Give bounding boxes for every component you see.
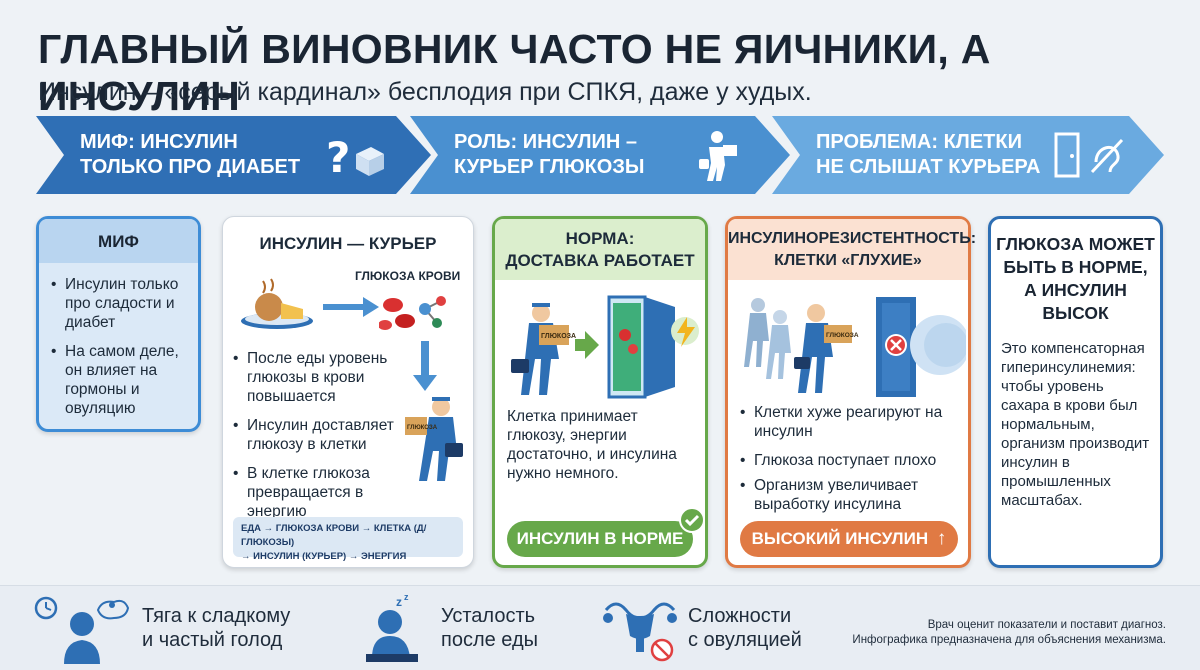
symptom-craving-line1: Тяга к сладкому: [142, 605, 291, 627]
symptom-craving: Тяга к сладкому и частый голод: [142, 604, 290, 652]
box-label: ГЛЮКОЗА: [407, 425, 438, 431]
symptom-fatigue-line2: после еды: [441, 629, 539, 651]
arrow-problem-line2: НЕ СЛЫШАТ КУРЬЕРА: [816, 156, 1041, 178]
card-resist-title-line2: КЛЕТКИ «ГЛУХИЕ»: [774, 252, 922, 269]
symptom-ovulation: Сложности с овуляцией: [688, 604, 802, 652]
arrow-problem-line1: ПРОБЛЕМА: КЛЕТКИ: [816, 131, 1022, 153]
card-resist-item: Глюкоза поступает плохо: [740, 451, 962, 470]
card-resist-item: Организм увеличивает выработку инсулина: [740, 476, 962, 514]
card-resistance: ИНСУЛИНОРЕЗИСТЕНТНОСТЬ: КЛЕТКИ «ГЛУХИЕ» …: [725, 216, 977, 568]
card-myth-item: На самом деле, он влияет на гормоны и ов…: [51, 342, 188, 418]
chain-line1: ЕДА → ГЛЮКОЗА КРОВИ → КЛЕТКА (Д/ГЛЮКОЗЫ): [241, 523, 427, 548]
arrow-right-icon: [323, 297, 379, 322]
box-label: ГЛЮКОЗА: [541, 333, 576, 340]
card-high-title-line2: БЫТЬ В НОРМЕ,: [1003, 257, 1148, 277]
card-courier-item: В клетке глюкоза превращается в энергию: [233, 464, 403, 521]
check-icon: [679, 507, 705, 538]
card-high-title-line4: ВЫСОК: [1042, 303, 1109, 323]
insulin-high-badge: ВЫСОКИЙ ИНСУЛИН ↑: [740, 521, 958, 557]
svg-text:z: z: [396, 595, 402, 609]
card-high-title: ГЛЮКОЗА МОЖЕТ БЫТЬ В НОРМЕ, А ИНСУЛИН ВЫ…: [991, 219, 1160, 325]
card-resist-title: ИНСУЛИНОРЕЗИСТЕНТНОСТЬ: КЛЕТКИ «ГЛУХИЕ»: [728, 219, 977, 280]
card-high-title-line3: А ИНСУЛИН: [1024, 280, 1127, 300]
symptom-craving-line2: и частый голод: [142, 629, 283, 651]
card-courier-title: ИНСУЛИН — КУРЬЕР: [259, 234, 437, 253]
card-resist-item: Клетки хуже реагируют на инсулин: [740, 403, 962, 441]
food-plate-icon: [239, 275, 319, 336]
courier-figure-icon: ГЛЮКОЗА: [401, 393, 471, 488]
card-norm-text: Клетка принимает глюкозу, энергии достат…: [507, 408, 677, 482]
arrow-myth-line2: ТОЛЬКО ПРО ДИАБЕТ: [80, 156, 301, 178]
card-norm-title-line2: ДОСТАВКА РАБОТАЕТ: [505, 251, 695, 270]
uterus-icon: [600, 596, 680, 667]
glucose-blood-label: ГЛЮКОЗА КРОВИ: [355, 269, 461, 283]
chain-box: ЕДА → ГЛЮКОЗА КРОВИ → КЛЕТКА (Д/ГЛЮКОЗЫ)…: [233, 517, 463, 562]
disclaimer-line1: Врач оценит показатели и поставит диагно…: [927, 619, 1166, 631]
arrow-up-icon: ↑: [936, 528, 947, 549]
card-norm-title-line1: НОРМА:: [565, 229, 635, 248]
arrow-down-icon: [413, 341, 437, 396]
chain-line2: → ИНСУЛИН (КУРЬЕР) → ЭНЕРГИЯ: [241, 551, 407, 562]
symptom-fatigue-line1: Усталость: [441, 605, 536, 627]
svg-text:?: ?: [326, 134, 350, 178]
woman-craving-icon: [34, 594, 130, 669]
card-high-text: Это компенсаторная гиперинсулинемия: что…: [1001, 340, 1150, 509]
arrow-role: РОЛЬ: ИНСУЛИН – КУРЬЕР ГЛЮКОЗЫ: [410, 116, 790, 194]
card-courier-item: После еды уровень глюкозы в крови повыша…: [233, 349, 403, 406]
disclaimer: Врач оценит показатели и поставит диагно…: [852, 618, 1166, 648]
card-myth-title: МИФ: [39, 219, 198, 263]
card-norm-title: НОРМА: ДОСТАВКА РАБОТАЕТ: [495, 219, 705, 280]
glucose-molecule-icon: [378, 287, 459, 340]
box-label: ГЛЮКОЗА: [826, 332, 859, 339]
page-subtitle: Инсулин – «серый кардинал» бесплодия при…: [38, 78, 812, 106]
page-title: ГЛАВНЫЙ ВИНОВНИК ЧАСТО НЕ ЯИЧНИКИ, А ИНС…: [38, 26, 991, 119]
symptom-fatigue: Усталость после еды: [441, 604, 538, 652]
symptom-ovulation-line1: Сложности: [688, 605, 792, 627]
arrow-role-line2: КУРЬЕР ГЛЮКОЗЫ: [454, 156, 645, 178]
disclaimer-line2: Инфографика предназначена для объяснения…: [852, 634, 1166, 646]
door-deaf-icon: [1054, 132, 1134, 187]
card-resist-title-line1: ИНСУЛИНОРЕЗИСТЕНТНОСТЬ:: [728, 230, 977, 247]
card-courier: ИНСУЛИН — КУРЬЕР ГЛЮКОЗА КРОВИ После еды…: [222, 216, 474, 568]
question-sugar-icon: ?: [326, 133, 386, 185]
courier-icon: [695, 129, 745, 190]
card-norm: НОРМА: ДОСТАВКА РАБОТАЕТ ГЛЮКОЗА Клетка …: [492, 216, 708, 568]
insulin-normal-badge: ИНСУЛИН В НОРМЕ: [507, 521, 693, 557]
delivery-scene-icon: ГЛЮКОЗА: [505, 291, 701, 406]
card-myth-item: Инсулин только про сладости и диабет: [51, 275, 188, 332]
arrow-myth: МИФ: ИНСУЛИН ТОЛЬКО ПРО ДИАБЕТ ?: [36, 116, 431, 194]
arrow-role-line1: РОЛЬ: ИНСУЛИН –: [454, 131, 637, 153]
card-myth: МИФ Инсулин только про сладости и диабет…: [36, 216, 201, 432]
blocked-delivery-icon: ГЛЮКОЗА: [736, 291, 970, 406]
arrow-problem: ПРОБЛЕМА: КЛЕТКИ НЕ СЛЫШАТ КУРЬЕРА: [772, 116, 1164, 194]
card-high-insulin: ГЛЮКОЗА МОЖЕТ БЫТЬ В НОРМЕ, А ИНСУЛИН ВЫ…: [988, 216, 1163, 568]
svg-text:z: z: [404, 592, 409, 602]
card-courier-item: Инсулин доставляет глюкозу в клетки: [233, 416, 403, 454]
insulin-high-label: ВЫСОКИЙ ИНСУЛИН: [751, 529, 929, 548]
arrow-myth-line1: МИФ: ИНСУЛИН: [80, 131, 238, 153]
card-high-title-line1: ГЛЮКОЗА МОЖЕТ: [996, 234, 1155, 254]
symptom-ovulation-line2: с овуляцией: [688, 629, 802, 651]
